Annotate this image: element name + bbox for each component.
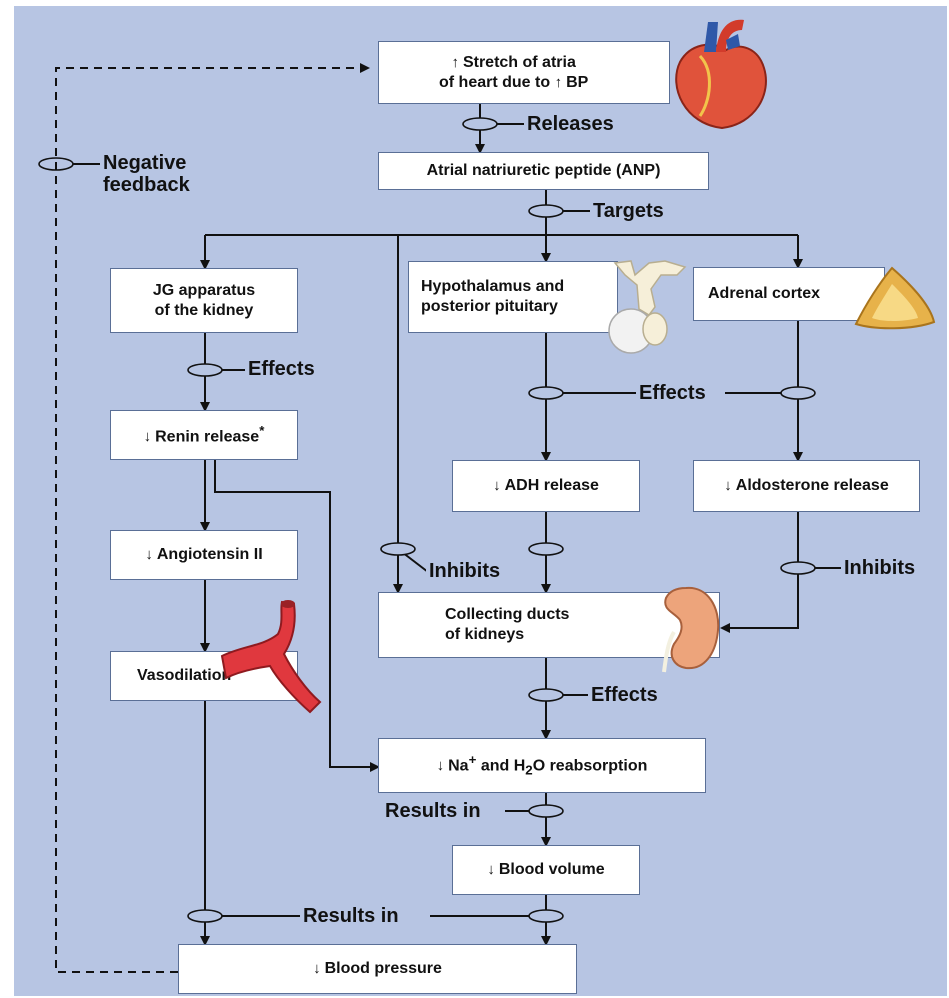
reabsorption-box: ↓Na+ and H2O reabsorption	[378, 738, 706, 793]
releases-label: Releases	[524, 113, 617, 135]
adh-release-box: ↓ADH release	[452, 460, 640, 512]
results-in-top-label: Results in	[382, 800, 484, 822]
pituitary-icon	[608, 260, 687, 354]
adrenal-gland-icon	[854, 266, 936, 330]
adrenal-cortex-box: Adrenal cortex	[693, 267, 885, 321]
angiotensin-box: ↓Angiotensin II	[110, 530, 298, 580]
negative-feedback-label: Negative feedback	[100, 152, 193, 196]
blood-volume-box: ↓Blood volume	[452, 845, 640, 895]
results-in-bottom-label: Results in	[300, 905, 402, 927]
inhibits-left-label: Inhibits	[426, 560, 504, 582]
kidney-icon	[662, 586, 720, 673]
effects-middle-label: Effects	[636, 382, 709, 404]
inhibits-right-label: Inhibits	[841, 557, 919, 579]
targets-label: Targets	[590, 200, 667, 222]
renin-release-box: ↓Renin release*	[110, 410, 298, 460]
blood-vessel-icon	[220, 600, 322, 714]
blood-pressure-box: ↓Blood pressure	[178, 944, 577, 994]
negative-feedback-loop	[55, 63, 370, 973]
aldosterone-release-box: ↓Aldosterone release	[693, 460, 920, 512]
effects-jg-label: Effects	[245, 358, 318, 380]
heart-icon	[675, 19, 767, 130]
effects-collecting-label: Effects	[588, 684, 661, 706]
renin-to-reabs-arrow	[214, 460, 380, 772]
anp-box: Atrial natriuretic peptide (ANP)	[378, 152, 709, 190]
stretch-atria-box: ↑Stretch of atria of heart due to ↑BP	[378, 41, 670, 104]
aldo-to-collecting-arrow	[720, 512, 799, 633]
